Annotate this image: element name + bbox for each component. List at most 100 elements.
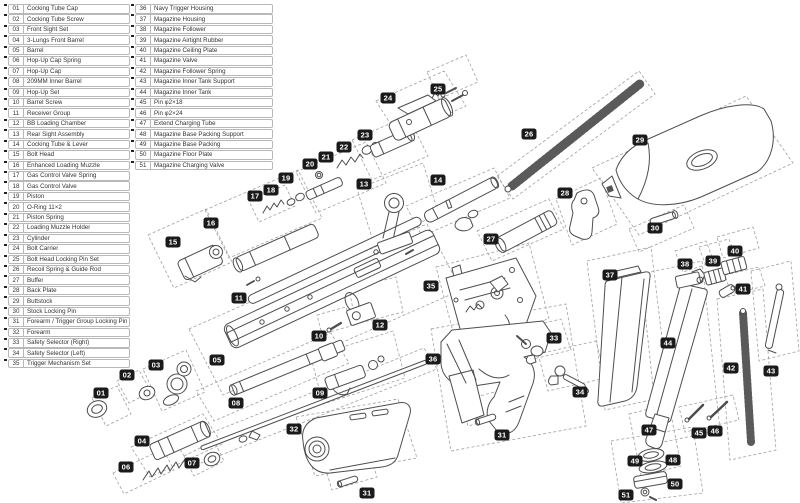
part-number: 10 xyxy=(9,98,24,107)
part-name: Cocking Tube Cap xyxy=(27,5,78,13)
part-number: 12 xyxy=(9,119,24,128)
back-plate-drawing xyxy=(569,189,600,240)
part-name: Magazine Base Packing Support xyxy=(154,130,244,138)
part-number: 46 xyxy=(136,109,151,117)
part-number: 43 xyxy=(136,78,151,86)
part-number: 23 xyxy=(9,234,24,243)
part-number: 16 xyxy=(9,161,24,170)
part-number: 45 xyxy=(136,98,151,107)
hopup-cap-spring-drawing xyxy=(142,458,186,481)
part-name: Forearm xyxy=(27,328,51,336)
part-name: Magazine Follower xyxy=(154,26,206,34)
part-number: 20 xyxy=(9,203,24,211)
part-name: Bolt Carrier xyxy=(27,245,59,253)
part-name: O-Ring 11×2 xyxy=(27,203,62,211)
part-name: Barrel xyxy=(27,47,44,54)
part-name: Cocking Tube Screw xyxy=(27,15,84,23)
part-name: Barrel Screw xyxy=(27,99,63,107)
part-name: Magazine Inner Tank xyxy=(154,88,212,96)
charging-tube-drawing xyxy=(645,413,670,449)
part-number: 50 xyxy=(136,151,151,159)
part-name: Magazine Charging Valve xyxy=(154,161,225,169)
selector-left-drawing xyxy=(548,365,589,394)
magazine-inner-tank-drawing xyxy=(645,271,708,423)
part-name: Magazine Valve xyxy=(154,57,198,65)
buttstock-drawing xyxy=(601,104,774,206)
part-name: Magazine Follower Spring xyxy=(154,67,226,75)
part-name: Magazine Inner Tank Support xyxy=(154,78,235,86)
bb-loading-chamber-drawing xyxy=(346,302,376,326)
recoil-spring-drawing xyxy=(504,78,646,193)
barrel-screw-drawing xyxy=(326,321,343,333)
part-name: Pin φ2×18 xyxy=(154,99,183,107)
part-number: 34 xyxy=(9,349,24,357)
part-name: Gas Control Valve xyxy=(27,182,77,190)
part-number: 03 xyxy=(9,25,24,34)
part-number: 24 xyxy=(9,245,24,253)
piston-spring-drawing xyxy=(336,153,364,169)
part-number: 11 xyxy=(9,109,24,117)
inner-barrel-drawing xyxy=(200,359,428,451)
part-number: 42 xyxy=(136,67,151,76)
part-number: 49 xyxy=(136,140,151,149)
part-name: Extend Charging Tube xyxy=(154,120,216,128)
bolt-head-drawing xyxy=(177,244,223,283)
part-name: BB Loading Chamber xyxy=(27,120,87,128)
part-name: Forearm / Trigger Group Locking Pin xyxy=(27,318,128,326)
trigger-housing-drawing xyxy=(440,320,552,435)
part-number: 47 xyxy=(136,119,151,128)
part-number: 21 xyxy=(9,213,24,222)
part-number: 33 xyxy=(9,339,24,347)
part-number: 08 xyxy=(9,78,24,86)
gas-control-valve-drawing xyxy=(286,192,305,206)
part-name: Bolt Head xyxy=(27,151,55,159)
part-name: Trigger Mechanism Set xyxy=(27,360,91,368)
stock-pin-drawing xyxy=(649,210,679,226)
part-number: 06 xyxy=(9,57,24,65)
part-number: 04 xyxy=(9,36,24,44)
o-ring-drawing xyxy=(315,171,323,179)
part-number: 37 xyxy=(136,15,151,23)
part-name: Hop-Up Set xyxy=(27,88,60,96)
mag-pins-drawing xyxy=(684,400,729,423)
part-number: 25 xyxy=(9,255,24,263)
part-number: 28 xyxy=(9,286,24,295)
part-name: Safety Selector (Right) xyxy=(27,339,90,347)
part-name: Enhanced Loading Muzzle xyxy=(27,161,100,169)
part-number: 02 xyxy=(9,15,24,23)
part-number: 18 xyxy=(9,182,24,190)
part-name: Safety Selector (Left) xyxy=(27,349,86,357)
part-number: 41 xyxy=(136,57,151,65)
loading-muzzle-drawing xyxy=(232,223,319,286)
locking-pin-drawing xyxy=(336,413,497,488)
rear-sight-drawing xyxy=(373,193,414,255)
tank-support-drawing xyxy=(764,283,785,354)
follower-spring-drawing xyxy=(739,308,755,446)
part-number: 32 xyxy=(9,328,24,337)
part-name: Loading Muzzle Holder xyxy=(27,224,91,232)
charging-valve-drawing xyxy=(640,487,657,501)
part-number: 29 xyxy=(9,297,24,305)
